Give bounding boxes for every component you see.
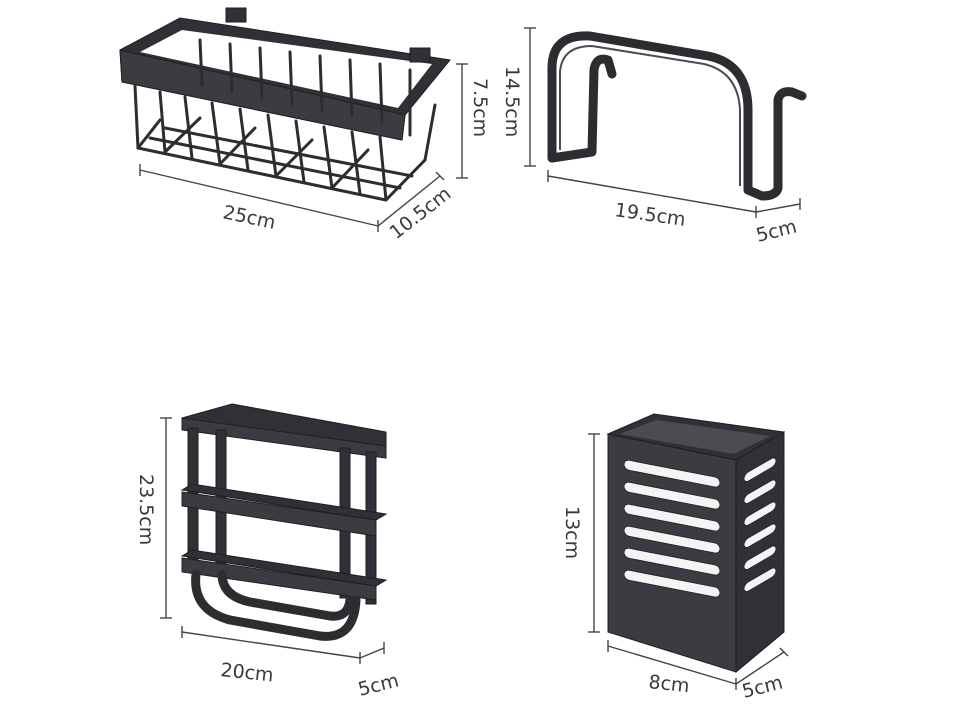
cabinet-door-hook-product xyxy=(547,31,807,201)
towel-rack-dimensions: 23.5cm 20cm 5cm xyxy=(135,417,401,701)
basket-height-label: 7.5cm xyxy=(469,78,491,137)
holder-height-label: 13cm xyxy=(561,506,583,559)
hook-depth-label: 5cm xyxy=(754,216,799,247)
hook-width-label: 19.5cm xyxy=(613,199,687,231)
basket-width-label: 25cm xyxy=(221,201,278,234)
hook-height-label: 14.5cm xyxy=(501,66,523,137)
side-slots xyxy=(743,457,777,593)
rack-height-label: 23.5cm xyxy=(135,474,157,545)
front-slots xyxy=(623,459,721,598)
utensil-holder-product xyxy=(606,413,786,674)
utensil-holder-dimensions: 13cm 8cm 5cm xyxy=(561,433,789,703)
holder-width-label: 8cm xyxy=(647,671,690,697)
cabinet-door-hook-dimensions: 14.5cm 19.5cm 5cm xyxy=(501,27,801,247)
rack-depth-label: 5cm xyxy=(356,670,401,701)
rack-width-label: 20cm xyxy=(219,659,274,686)
wire-basket-product xyxy=(119,7,451,202)
towel-rack-product xyxy=(180,403,388,641)
